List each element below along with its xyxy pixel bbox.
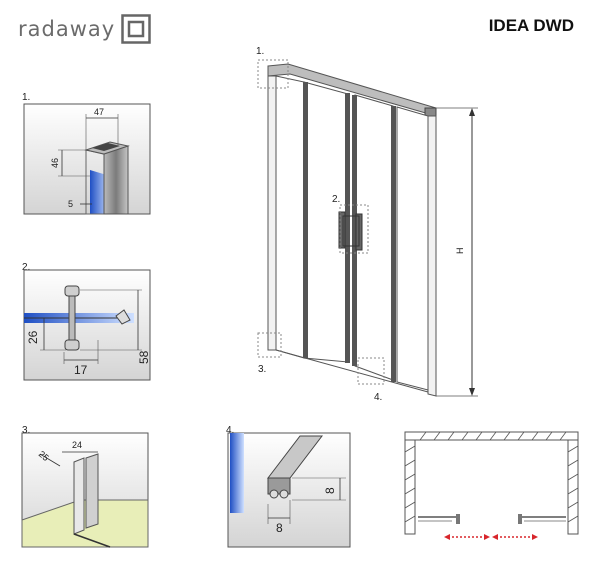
callout-1-label: 1. bbox=[256, 46, 264, 57]
detail-4-number: 4. bbox=[226, 425, 234, 436]
detail-2-number: 2. bbox=[22, 262, 30, 273]
detail-1-dim-width: 47 bbox=[94, 107, 104, 117]
callout-2-label: 2. bbox=[332, 194, 340, 205]
detail-1-number: 1. bbox=[22, 92, 30, 103]
detail-2-dim-glass: 26 bbox=[26, 330, 40, 344]
detail-2-box bbox=[23, 269, 151, 381]
detail-2-dim-offset: 17 bbox=[74, 363, 88, 377]
brand: radaway bbox=[18, 14, 151, 44]
detail-4-dim-width: 8 bbox=[276, 521, 283, 535]
brand-logo-icon bbox=[121, 14, 151, 44]
detail-3-number: 3. bbox=[22, 425, 30, 436]
detail-3-box bbox=[21, 432, 149, 548]
height-label: H bbox=[455, 248, 465, 255]
main-door-view bbox=[257, 59, 478, 397]
detail-3-dim-angle: 25 bbox=[37, 449, 51, 463]
detail-2-dim-height: 58 bbox=[137, 350, 151, 364]
detail-4-dim-height: 8 bbox=[323, 487, 337, 494]
detail-4-box bbox=[227, 432, 351, 548]
detail-3-dim-depth: 24 bbox=[72, 440, 82, 450]
brand-name: radaway bbox=[18, 17, 116, 41]
detail-1-dim-gap: 5 bbox=[68, 199, 73, 209]
product-title: IDEA DWD bbox=[488, 16, 574, 35]
detail-1-box bbox=[23, 103, 151, 215]
detail-1-dim-height: 46 bbox=[50, 158, 60, 168]
callout-3-label: 3. bbox=[258, 364, 266, 375]
top-view-schematic bbox=[404, 431, 579, 540]
callout-4-label: 4. bbox=[374, 392, 382, 403]
